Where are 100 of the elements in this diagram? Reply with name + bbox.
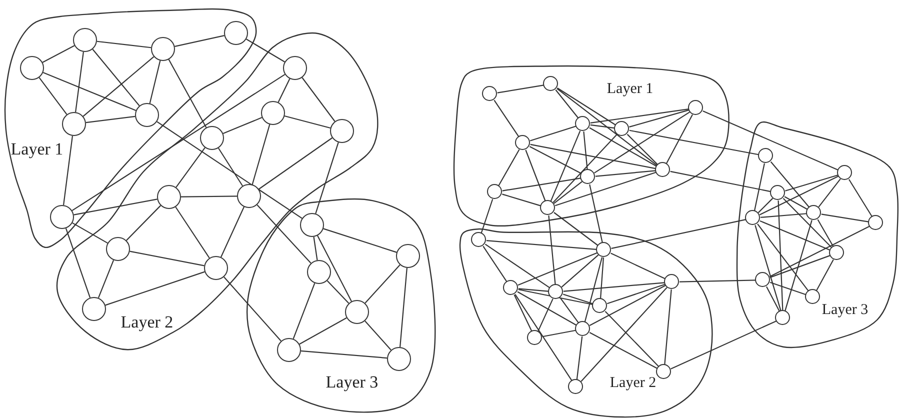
edge-line [817, 219, 834, 247]
node-circle [20, 56, 44, 80]
edge-line [525, 150, 546, 202]
node-circle [688, 100, 704, 116]
node-circle [575, 116, 590, 132]
node-circle [664, 274, 680, 290]
node-circle [471, 232, 486, 248]
edge-line [482, 246, 508, 282]
edge-line [364, 320, 392, 350]
node-circle [614, 121, 630, 136]
edge-line [766, 286, 780, 312]
edge-line [784, 220, 812, 311]
node-circle [868, 215, 884, 230]
node-circle [548, 284, 564, 300]
edge-line [292, 283, 316, 339]
edge-line [542, 330, 576, 338]
node-circle [62, 112, 86, 136]
edge-line [326, 280, 350, 304]
edge-line [589, 332, 658, 369]
edge-line [670, 170, 771, 192]
cluster-label: Layer 1 [10, 140, 64, 160]
edge-line [769, 226, 870, 278]
edge-line [604, 311, 660, 367]
edge-line [554, 181, 582, 204]
edge-line [552, 134, 618, 203]
cluster-label: Layer 1 [606, 80, 654, 98]
node-circle [330, 118, 354, 143]
edge-line [96, 40, 152, 48]
edge-line [86, 116, 136, 124]
edge-line [220, 206, 244, 258]
cluster-region [246, 198, 436, 414]
edge-line [818, 178, 841, 208]
edge-line [589, 127, 657, 167]
node-circle [805, 289, 820, 304]
edge-line [149, 60, 161, 104]
edge-line [126, 205, 161, 241]
edge-line [317, 235, 352, 302]
edge-line [529, 146, 582, 174]
edge-line [556, 88, 658, 166]
edge-line [610, 252, 666, 280]
edge-line [760, 176, 838, 216]
edge-line [584, 257, 603, 322]
edge-line [400, 268, 408, 348]
edge-line [606, 284, 666, 304]
edge-line [218, 148, 243, 186]
edge-line [484, 244, 550, 288]
edge-line [497, 84, 544, 94]
edge-line [778, 200, 784, 311]
edge-line [246, 38, 285, 62]
edge-line [518, 252, 598, 286]
edge-line [590, 124, 615, 129]
edge-line [65, 228, 91, 298]
edge-line [782, 198, 832, 248]
edge-line [98, 260, 114, 298]
cluster-label: Layer 3 [326, 374, 378, 392]
edge-line [590, 108, 689, 124]
edge-line [130, 250, 204, 266]
edge-line [580, 287, 668, 382]
edge-line [323, 228, 397, 253]
edge-line [530, 126, 576, 142]
edge-line [72, 222, 108, 244]
edge-line [498, 149, 520, 186]
node-circle [236, 184, 261, 208]
edge-line [758, 198, 774, 214]
edge-line [168, 59, 207, 128]
edge-line [664, 289, 672, 365]
edge-line [486, 240, 597, 250]
node-circle [282, 56, 307, 80]
edge-line [560, 298, 580, 324]
node-circle [655, 162, 670, 178]
edge-line [222, 117, 262, 134]
node-circle [106, 236, 130, 261]
cluster-region [458, 228, 714, 418]
edge-line [38, 77, 68, 115]
edge-line [754, 225, 782, 311]
node-circle [543, 76, 558, 92]
edge-line [74, 198, 158, 216]
node-circle [224, 20, 248, 45]
edge-line [302, 77, 336, 122]
edge-line [42, 72, 136, 111]
node-circle [755, 272, 770, 288]
node-circle [503, 280, 518, 296]
node-circle [575, 321, 590, 336]
edge-line [554, 212, 598, 246]
node-circle [775, 310, 790, 326]
edge-line [299, 317, 347, 345]
node-circle [745, 210, 760, 226]
edge-line [557, 88, 616, 126]
edge-line [480, 198, 494, 234]
edge-line [784, 196, 808, 210]
node-circle [837, 165, 852, 180]
edge-line [518, 288, 549, 292]
cluster-label: Layer 3 [822, 302, 868, 318]
node-circle [156, 184, 181, 209]
edge-line [770, 161, 810, 208]
edge-line [224, 276, 282, 342]
edge-line [538, 298, 554, 332]
edge-line [156, 121, 302, 219]
edge-line [754, 163, 765, 211]
node-circle [50, 204, 74, 229]
